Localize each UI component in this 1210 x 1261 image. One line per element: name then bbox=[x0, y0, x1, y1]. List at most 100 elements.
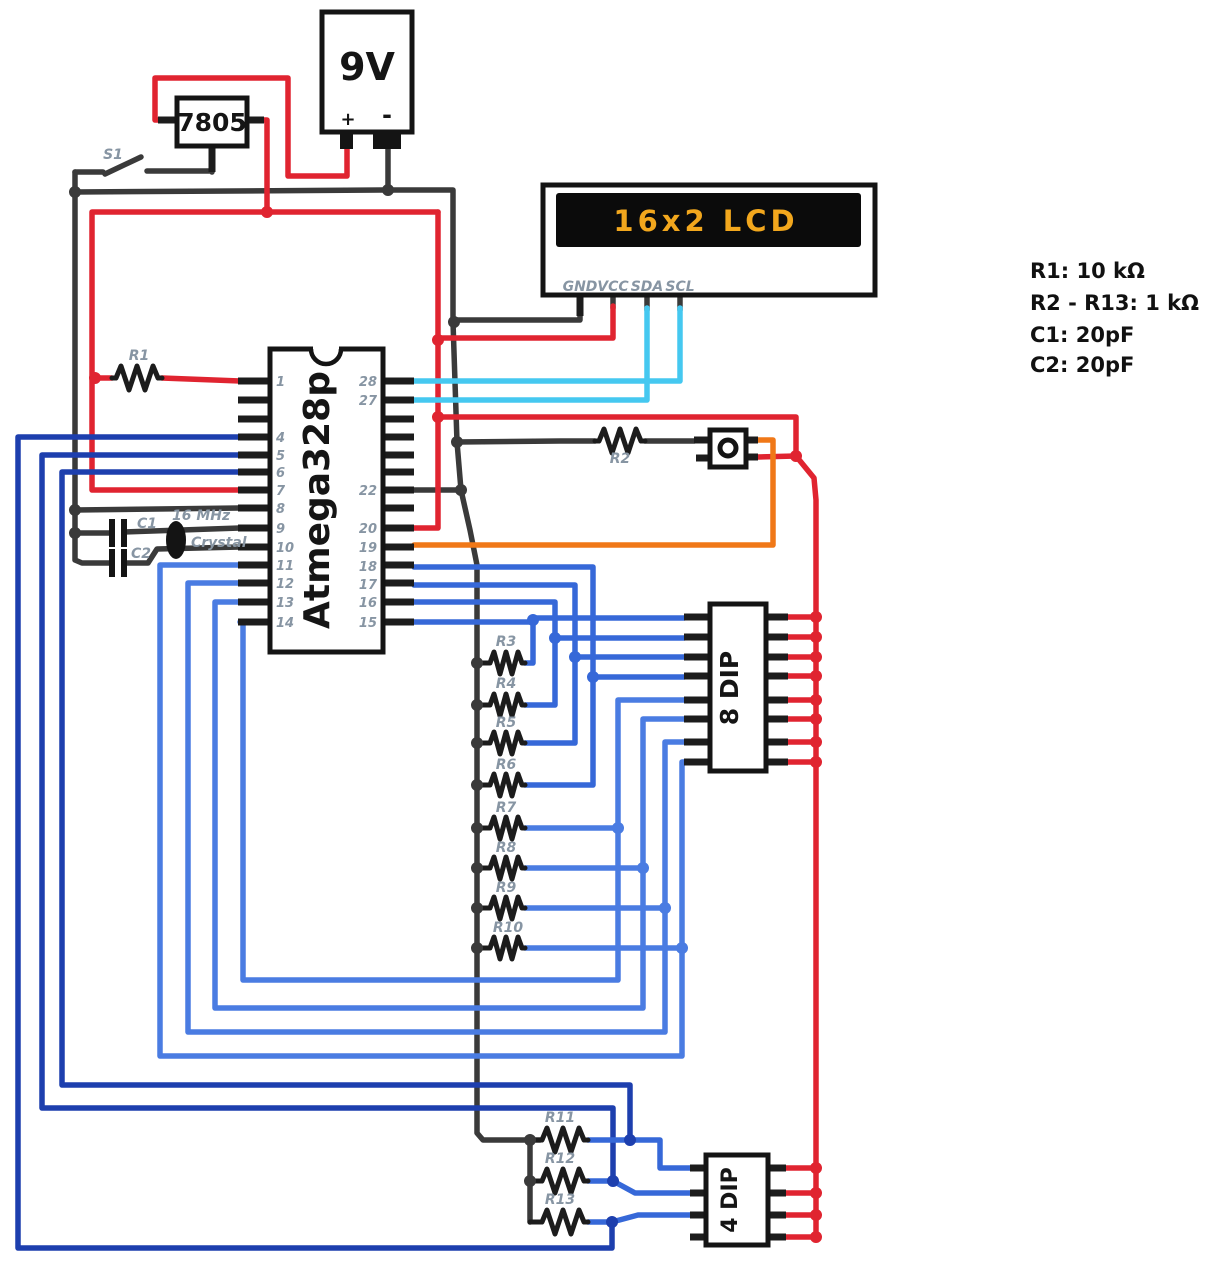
dip8-right-pin-stubs bbox=[766, 613, 788, 766]
wire-dip4-red-segments bbox=[783, 1165, 819, 1240]
lcd-pin-scl: SCL bbox=[665, 279, 694, 295]
crystal-freq-label: 16 MHz bbox=[172, 508, 231, 524]
wire-5v-right-drop bbox=[411, 209, 441, 531]
wire-r12-row bbox=[585, 1178, 695, 1196]
mcu-left-pin-stubs bbox=[238, 377, 270, 626]
regulator-7805 bbox=[174, 95, 250, 149]
wire-r13-row bbox=[585, 1212, 695, 1225]
lcd-pin-vcc: VCC bbox=[597, 279, 629, 295]
r2-label: R2 bbox=[610, 451, 631, 467]
components: 9V + - 7805 S1 16x2 LCD GND VCC SDA SCL … bbox=[103, 9, 878, 1248]
light-blue-junctions bbox=[612, 822, 689, 954]
button-pin-stubs bbox=[694, 436, 758, 462]
resistor-chain-symbols bbox=[474, 649, 528, 962]
capacitor-c2 bbox=[109, 549, 127, 577]
mcu-pin-7: 7 bbox=[276, 484, 286, 499]
push-button-cap bbox=[717, 437, 739, 459]
power-wires bbox=[89, 75, 819, 1240]
wire-battery-plus-loop bbox=[152, 75, 350, 179]
wire-pin13-net bbox=[212, 599, 687, 1011]
wire-5v-button-branch bbox=[435, 414, 799, 459]
mcu-pin-17: 17 bbox=[359, 578, 378, 593]
regulator-pin-stubs bbox=[158, 116, 264, 172]
mcu-notch bbox=[308, 348, 344, 367]
wire-pin5-loop bbox=[39, 452, 616, 1184]
mcu-pin-9: 9 bbox=[276, 522, 285, 537]
lcd-pin-gnd: GND bbox=[563, 279, 598, 295]
r3-label: R3 bbox=[496, 634, 517, 650]
mcu-pin-20: 20 bbox=[359, 522, 377, 537]
gnd-wires bbox=[72, 143, 697, 1225]
crystal-name-label: Crystal bbox=[191, 535, 247, 551]
dark-blue-junctions bbox=[606, 1134, 637, 1228]
battery bbox=[319, 9, 415, 135]
mcu-pin-5: 5 bbox=[276, 449, 285, 464]
capacitor-c1 bbox=[109, 519, 127, 547]
wire-lcd-gnd bbox=[453, 292, 583, 323]
wire-c2-leads bbox=[121, 544, 243, 566]
battery-plus-sign: + bbox=[340, 109, 355, 130]
mcu-label: Atmega328p bbox=[297, 371, 338, 629]
wire-pin6-loop bbox=[59, 469, 633, 1143]
component-notes: R1: 10 kΩ R2 - R13: 1 kΩ C1: 20pF C2: 20… bbox=[1030, 259, 1199, 377]
r11-label: R11 bbox=[545, 1110, 575, 1126]
mcu-pin-28: 28 bbox=[359, 375, 377, 390]
wire-pin18-net bbox=[411, 564, 687, 788]
c2-label: C2 bbox=[131, 546, 151, 562]
wire-pin19-button bbox=[411, 437, 776, 548]
crystal bbox=[166, 521, 186, 559]
battery-minus-sign: - bbox=[382, 101, 392, 129]
r6-label: R6 bbox=[496, 757, 517, 773]
wire-pin12-net bbox=[185, 580, 687, 1035]
wire-dip8-red-segments bbox=[785, 614, 819, 765]
wire-lcd-sda bbox=[411, 305, 650, 403]
battery-plus-pin bbox=[340, 132, 353, 149]
resistor-symbols bbox=[109, 363, 648, 1237]
dip8-left-pin-stubs bbox=[684, 613, 710, 766]
mcu-pin-19: 19 bbox=[359, 541, 377, 556]
r12-label: R12 bbox=[545, 1151, 575, 1167]
dip4-label: 4 DIP bbox=[718, 1167, 743, 1233]
dip8-switch bbox=[707, 601, 769, 774]
r7-label: R7 bbox=[496, 800, 517, 816]
wire-gnd-left-vertical bbox=[72, 169, 115, 566]
mcu-pin-13: 13 bbox=[276, 596, 294, 611]
mcu-pin-11: 11 bbox=[276, 559, 294, 574]
wire-7805-out bbox=[259, 117, 270, 215]
mcu-pin-14: 14 bbox=[276, 616, 294, 631]
resistor-bottom-symbols bbox=[527, 1125, 591, 1237]
r5-label: R5 bbox=[496, 715, 517, 731]
labels: R1 R2 R3 R4 R5 R6 R7 R8 R9 R10 R11 R12 R… bbox=[129, 348, 631, 1208]
battery-minus-pin bbox=[373, 132, 401, 149]
power-junctions bbox=[89, 206, 823, 1243]
light-blue-wires bbox=[157, 562, 687, 1059]
gnd-junctions bbox=[69, 184, 537, 1187]
regulator-label: 7805 bbox=[177, 108, 247, 137]
mcu-pin-4: 4 bbox=[275, 431, 285, 446]
wire-button-to-bus bbox=[755, 453, 799, 460]
lcd-pin-sda: SDA bbox=[631, 279, 664, 295]
mcu-pin-10: 10 bbox=[276, 541, 294, 556]
mcu-pin-18: 18 bbox=[359, 560, 377, 575]
switch-s1-lever bbox=[102, 154, 144, 177]
wire-switch-right bbox=[144, 143, 215, 175]
mcu-pin-12: 12 bbox=[276, 577, 294, 592]
wire-r11-row bbox=[585, 1137, 695, 1171]
wire-r2-net bbox=[454, 292, 697, 445]
mcu-pin-8: 8 bbox=[276, 502, 285, 517]
wire-lcd-scl bbox=[411, 305, 683, 384]
dark-blue-wires bbox=[15, 434, 633, 1251]
note-r1: R1: 10 kΩ bbox=[1030, 259, 1145, 283]
mcu-atmega328p bbox=[267, 346, 386, 655]
junction-dots bbox=[69, 184, 823, 1243]
mcu-pin-22: 22 bbox=[359, 484, 377, 499]
battery-label: 9V bbox=[339, 45, 395, 89]
r4-label: R4 bbox=[496, 676, 517, 692]
lcd-title: 16x2 LCD bbox=[613, 204, 798, 238]
mcu-pin-27: 27 bbox=[359, 394, 378, 409]
mcu-pin-15: 15 bbox=[359, 616, 377, 631]
wire-pin4-loop bbox=[15, 434, 615, 1251]
wire-pin8-gnd bbox=[72, 505, 243, 513]
resistor-r2-symbol bbox=[592, 426, 648, 456]
dip4-left-pin-stubs bbox=[690, 1164, 706, 1241]
